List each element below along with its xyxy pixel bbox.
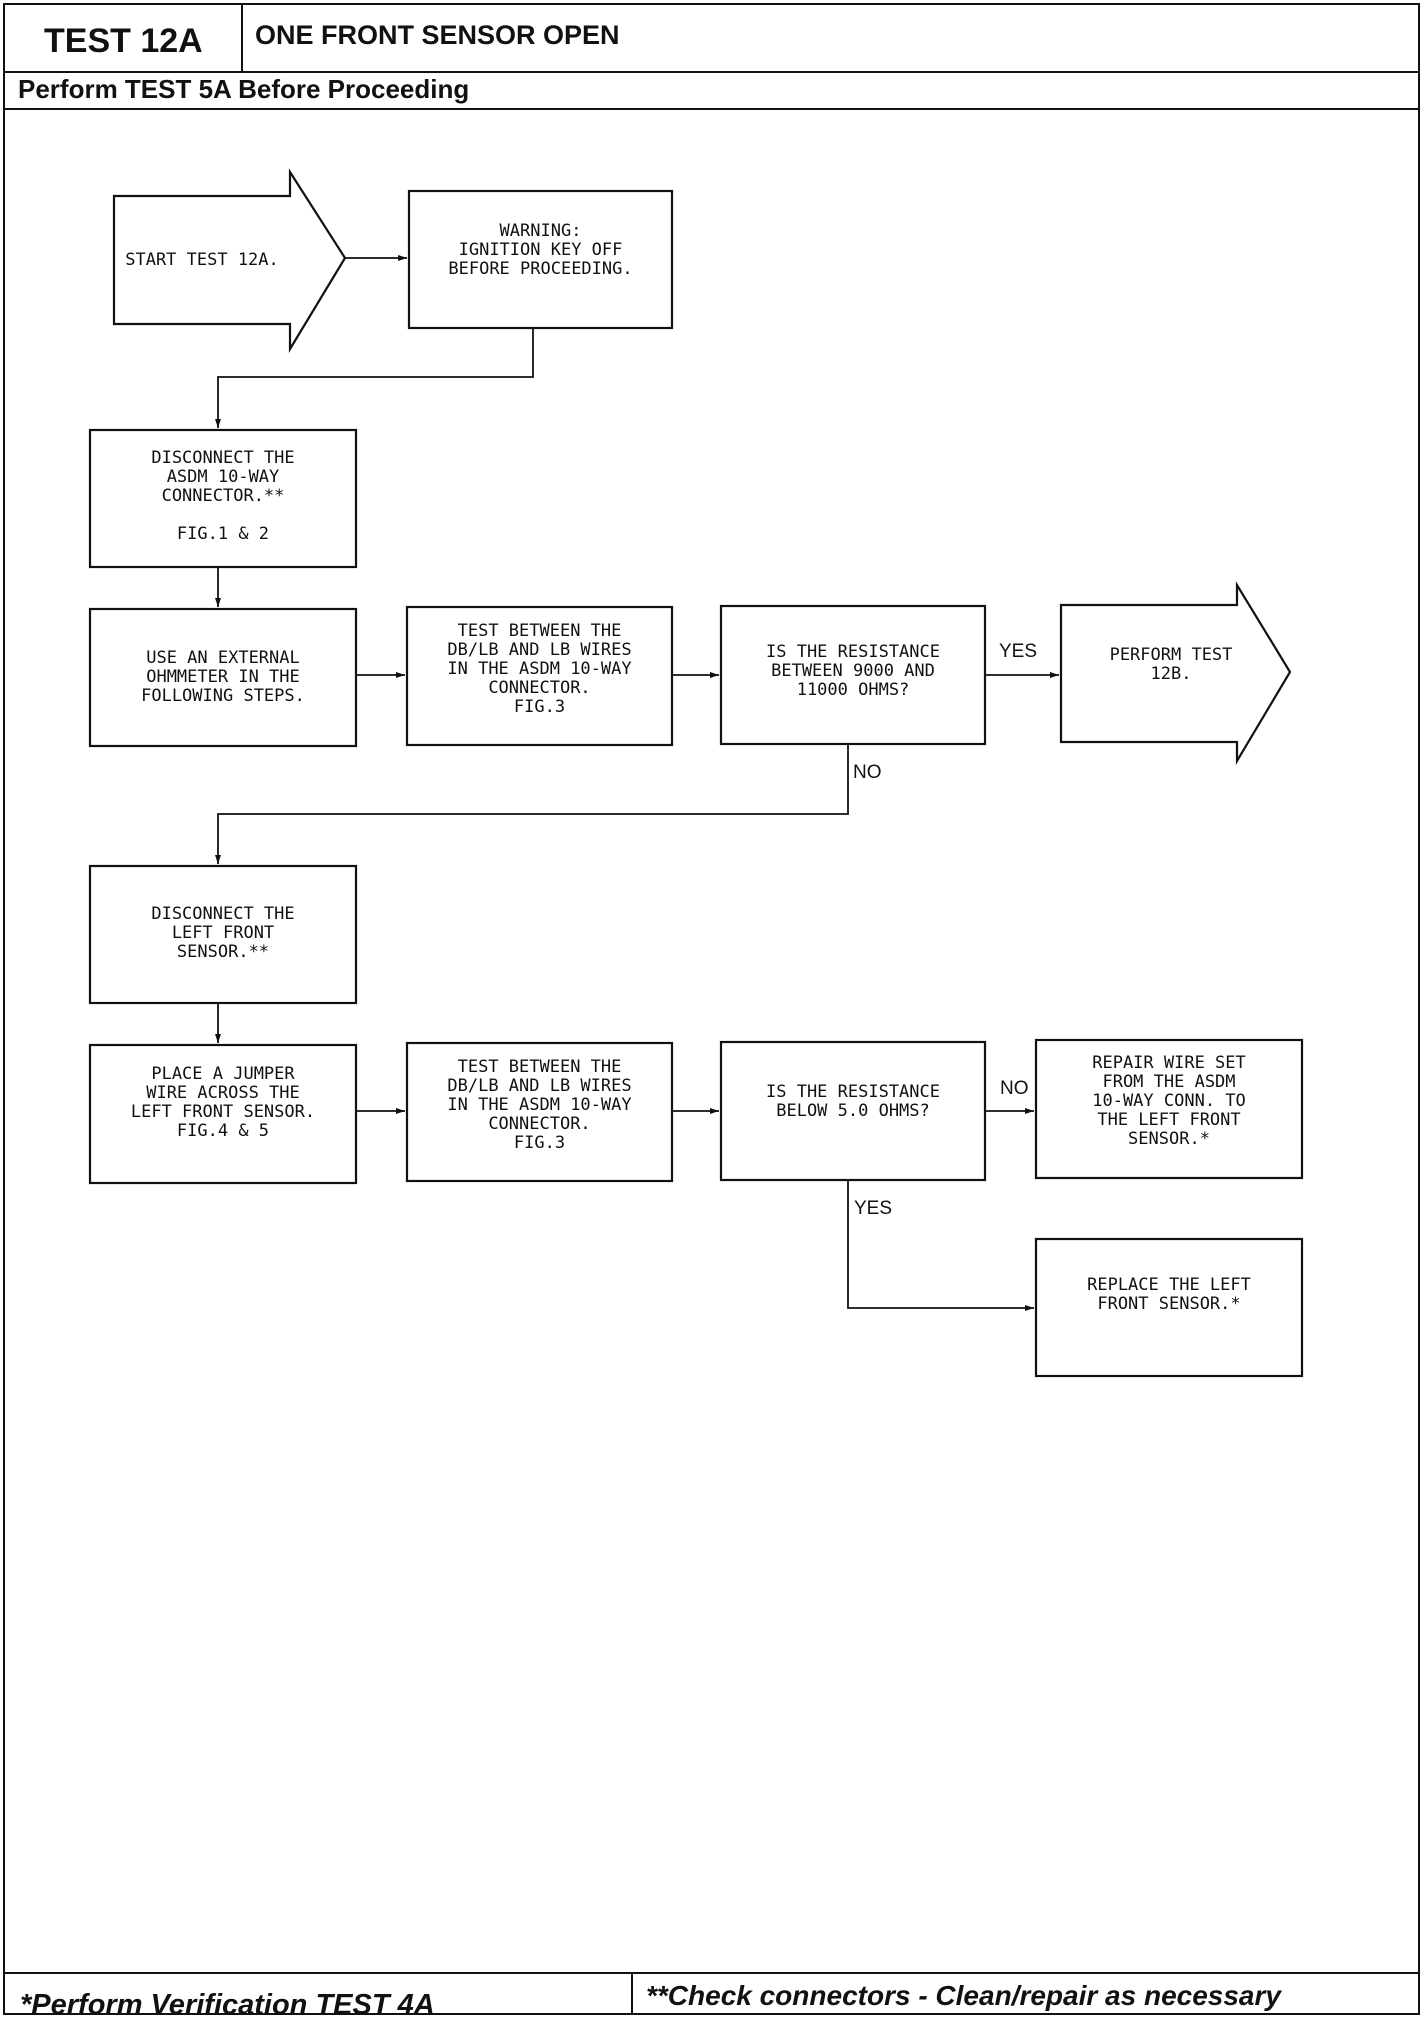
page-frame <box>3 3 1420 2015</box>
prerequisite-divider <box>3 108 1420 110</box>
footer-verification-note: *Perform Verification TEST 4A <box>20 1989 435 2021</box>
footer-connectors-note: **Check connectors - Clean/repair as nec… <box>646 1980 1281 2011</box>
question-1-text: IS THE RESISTANCE BETWEEN 9000 AND 11000… <box>766 641 940 700</box>
disconnect-sensor-box <box>88 864 358 1005</box>
disconnect-asdm-text: DISCONNECT THE ASDM 10-WAY CONNECTOR.** … <box>151 447 295 544</box>
question-2-text: IS THE RESISTANCE BELOW 5.0 OHMS? <box>766 1082 940 1121</box>
header-divider <box>3 71 1420 73</box>
replace-sensor-text: REPLACE THE LEFT FRONT SENSOR.* <box>1087 1275 1251 1314</box>
replace-sensor-box <box>1034 1237 1304 1378</box>
test-wires-2-box <box>405 1041 674 1183</box>
footer-separator <box>631 1972 633 2015</box>
q2-no-label: NO <box>1000 1078 1029 1099</box>
use-ohmmeter-box <box>88 607 358 748</box>
test-id: TEST 12A <box>44 22 203 60</box>
q1-no-label: NO <box>853 762 882 783</box>
test-wires-1-text: TEST BETWEEN THE DB/LB AND LB WIRES IN T… <box>447 621 632 717</box>
repair-wire-box <box>1034 1038 1304 1180</box>
perform-12b-text: PERFORM TEST 12B. <box>1109 645 1233 684</box>
place-jumper-text: PLACE A JUMPER WIRE ACROSS THE LEFT FRON… <box>130 1063 316 1141</box>
repair-wire-text: REPAIR WIRE SET FROM THE ASDM 10-WAY CON… <box>1092 1052 1246 1149</box>
footer-divider <box>3 1972 1420 1974</box>
disconnect-sensor-text: DISCONNECT THE LEFT FRONT SENSOR.** <box>151 904 295 962</box>
test-title: ONE FRONT SENSOR OPEN <box>255 20 620 50</box>
perform-12b-arrow-shape <box>1059 581 1292 765</box>
place-jumper-box <box>88 1043 358 1185</box>
test-wires-2-text: TEST BETWEEN THE DB/LB AND LB WIRES IN T… <box>447 1057 632 1153</box>
start-node-text: START TEST 12A. <box>125 249 279 270</box>
use-ohmmeter-text: USE AN EXTERNAL OHMMETER IN THE FOLLOWIN… <box>141 648 305 706</box>
test-wires-1-box <box>405 605 674 747</box>
disconnect-asdm-box <box>88 428 358 569</box>
warning-node-text: WARNING: IGNITION KEY OFF BEFORE PROCEED… <box>448 220 633 279</box>
q1-yes-label: YES <box>999 641 1038 662</box>
warning-box <box>407 189 674 330</box>
q2-yes-label: YES <box>854 1198 893 1219</box>
start-arrow-shape <box>112 168 347 353</box>
prerequisite-note: Perform TEST 5A Before Proceeding <box>18 74 470 104</box>
